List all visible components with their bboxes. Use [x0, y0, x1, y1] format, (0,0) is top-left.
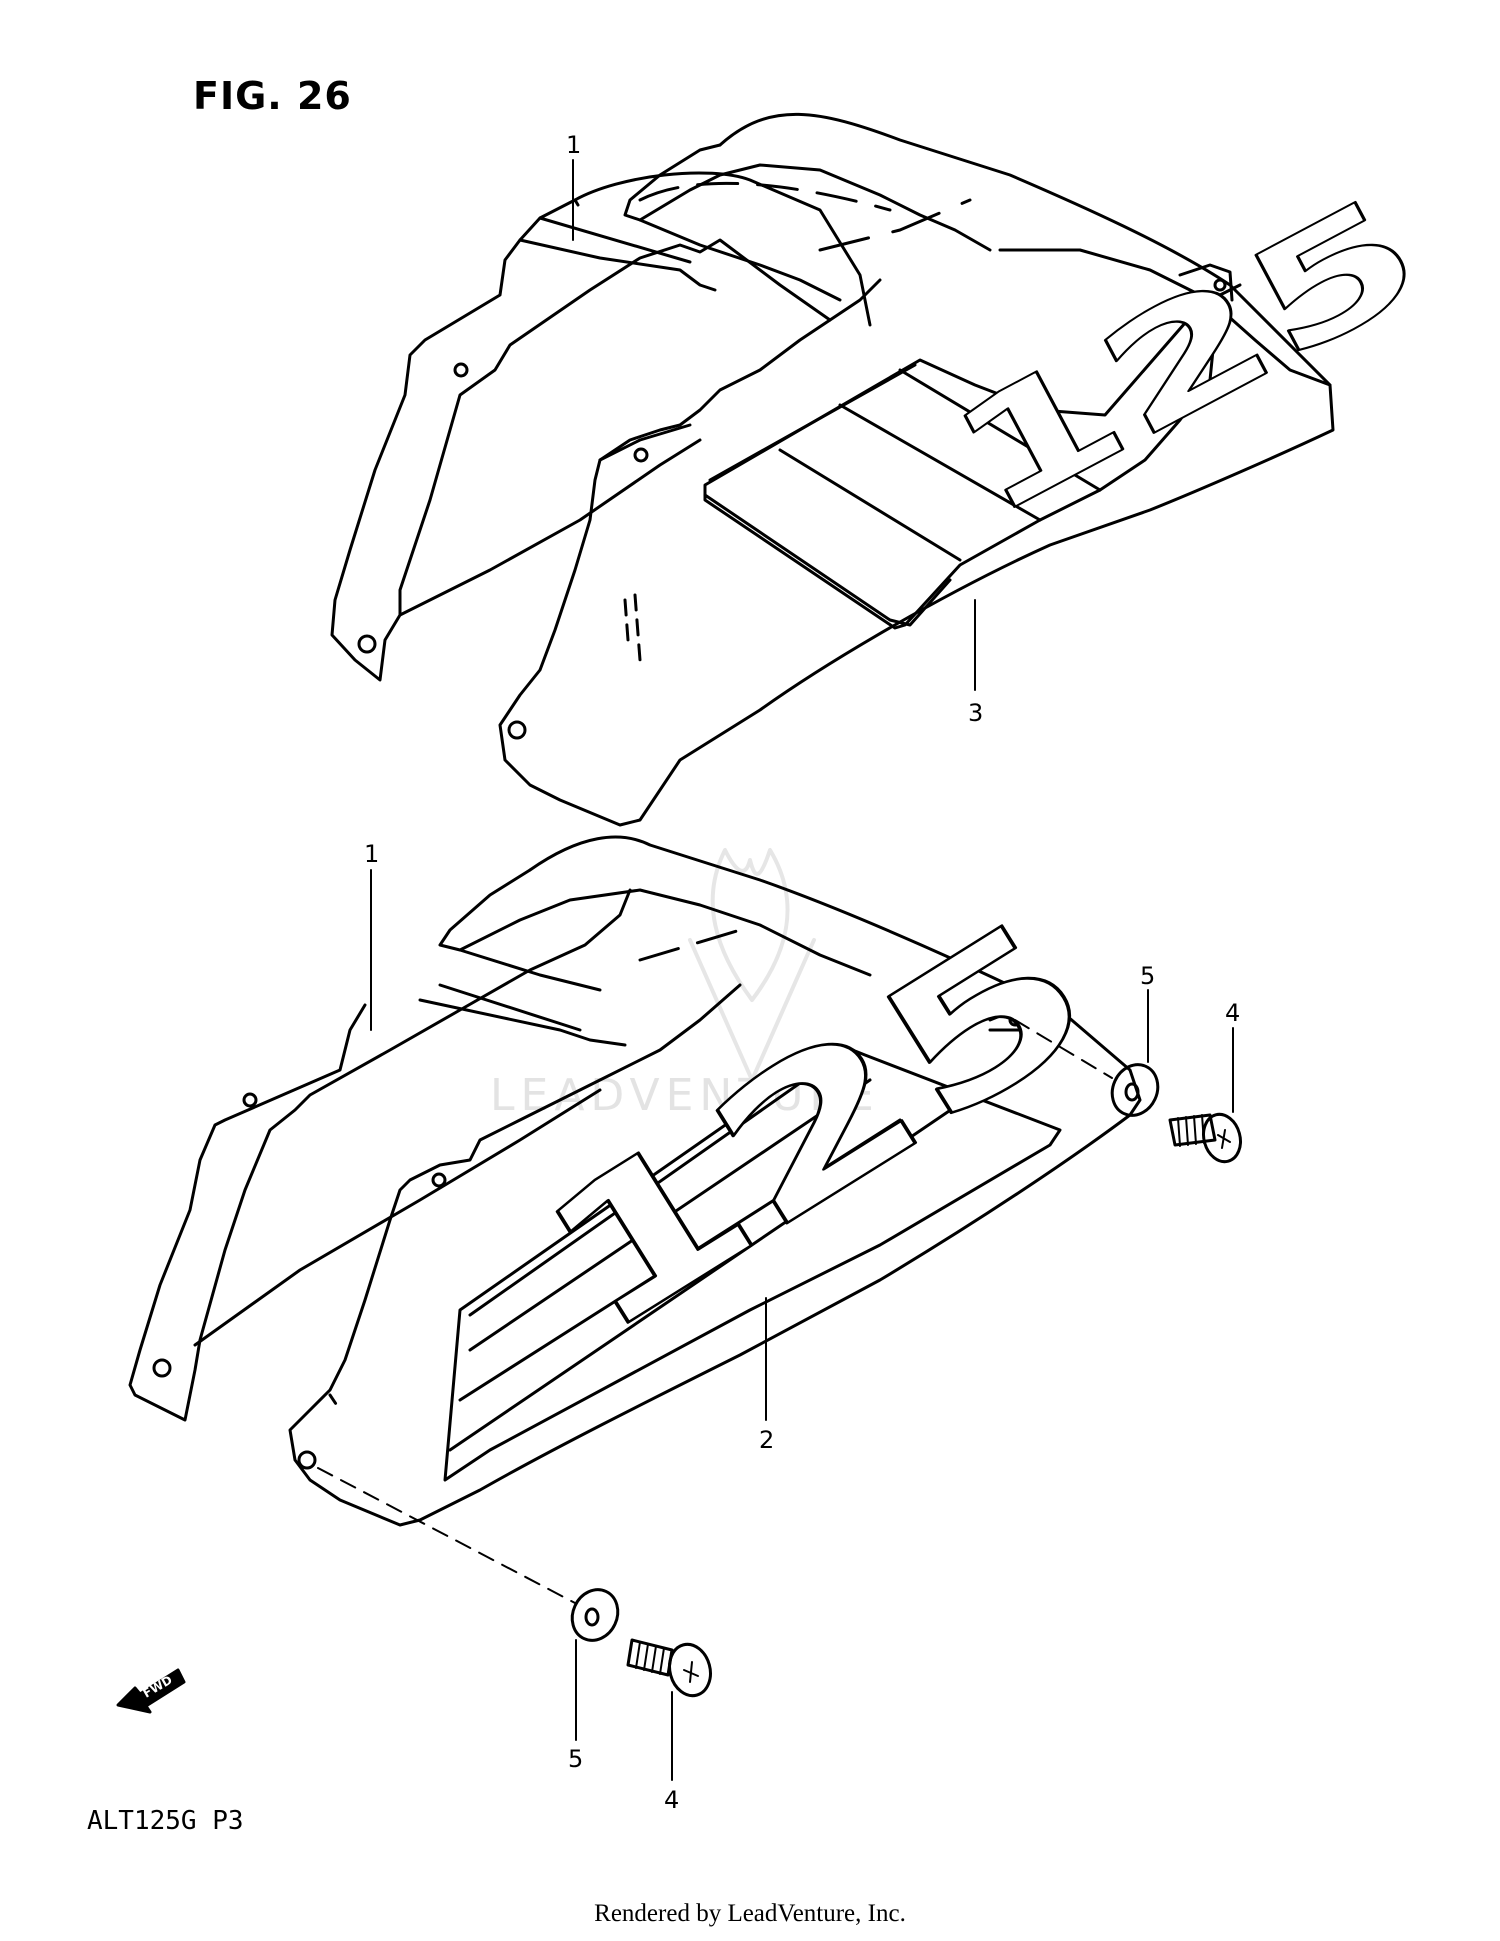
- figure-title: FIG. 26: [193, 74, 352, 118]
- screw-bottom: [626, 1638, 712, 1698]
- watermark-logo: [688, 848, 816, 1082]
- callout-5-bottom: 5: [568, 1745, 583, 1773]
- assembly-line-right: [1014, 1019, 1113, 1079]
- watermark-text: LEADVENTURE: [490, 1070, 880, 1121]
- callout-4-right: 4: [1225, 999, 1240, 1027]
- callout-5-right: 5: [1140, 962, 1155, 990]
- callout-3: 3: [968, 699, 983, 727]
- model-code: ALT125G P3: [87, 1806, 244, 1836]
- lower-cover: 125: [288, 835, 1142, 1527]
- washer-right: [1110, 1063, 1160, 1117]
- lower-decal-text: 125: [507, 876, 1129, 1379]
- callout-1-lower: 1: [364, 840, 379, 868]
- washer-bottom: [570, 1588, 620, 1642]
- callout-1-upper: 1: [566, 131, 581, 159]
- assembly-line-bottom: [317, 1467, 576, 1604]
- upper-bracket: [330, 171, 872, 682]
- fwd-arrow-icon: FWD: [116, 1668, 186, 1714]
- callout-4-bottom: 4: [664, 1786, 679, 1814]
- screw-right: [1168, 1112, 1242, 1164]
- footer-credit: Rendered by LeadVenture, Inc.: [594, 1900, 906, 1927]
- callout-2: 2: [759, 1426, 774, 1454]
- lower-bracket: [128, 888, 632, 1422]
